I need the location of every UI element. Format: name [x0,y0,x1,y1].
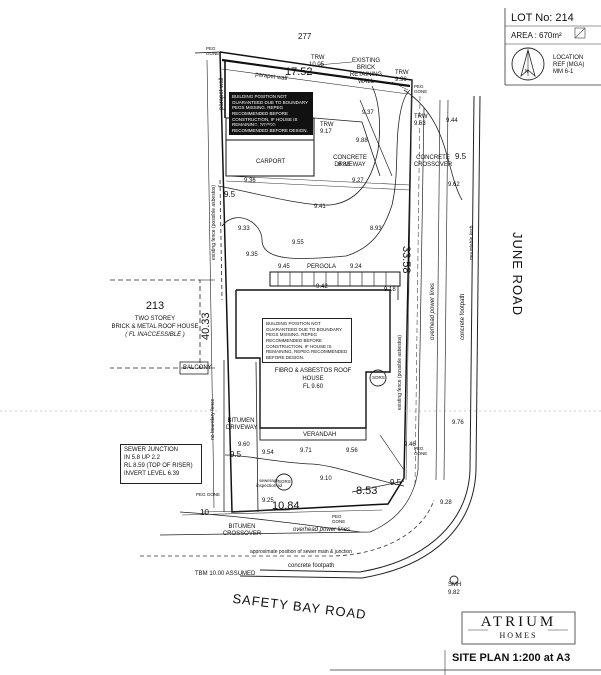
trw-level-3: 9.17 [320,129,332,135]
carport-label: CARPORT [256,159,286,165]
spot-level: 9.62 [448,182,460,188]
concrete-crossover-label: CONCRETE CROSSOVER [413,155,453,168]
corner-dimension: 8.53 [356,485,378,497]
spot-level: 9.28 [440,500,452,506]
house-floor-level: FL 9.60 [302,384,324,390]
spot-level: 9.27 [352,178,364,184]
note-middle: BUILDING POSITION NOT GUARANTEED DUE TO … [262,318,352,364]
smh-label: SMH [448,582,462,588]
brand-name: ATRIUM [480,614,557,630]
no-boundary-fence-label: no boundary fence [210,398,216,440]
spot-level: 9.46 [404,442,416,448]
spot-level: 9.71 [300,448,312,454]
spot-level: 9.60 [238,442,250,448]
concrete-footpath-label: concrete footpath [288,563,335,569]
peg-gone-5: PEG GONE [332,514,346,525]
road-june: JUNE ROAD [510,232,525,317]
trw-level-4: 9.63 [414,121,426,127]
spot-level: 9.25 [262,498,274,504]
lot-number: LOT No: 214 [511,12,574,24]
spot-level: 9.33 [238,226,250,232]
trw-level-2: 9.96 [395,77,407,83]
spot-level: 9.35 [246,252,258,258]
contour-label-1: 9.5 [224,190,236,199]
workshop-label: WORKSHOP [254,124,290,130]
spot-level: 9.45 [278,264,290,270]
trw-4: TRW [414,114,428,120]
sewer-junction-box: SEWER JUNCTION IN 5.8 UP 2.2 RL 8.59 (TO… [120,444,202,484]
sewer-line2: IN 5.8 UP 2.2 [124,455,160,461]
spot-level: 8.93 [370,226,382,232]
neighbour-line3: ( FL INACCESSIBLE ) [125,332,185,338]
smh-level: 9.82 [448,590,460,596]
contour-label-5: 10 [200,508,209,517]
peg-gone-3: PEG GONE [414,446,428,457]
neighbour-lot: 213 [145,300,165,312]
bitumen-crossover-label: BITUMEN CROSSOVER [222,524,262,537]
pergola-label: PERGOLA [307,264,337,270]
peg-gone-2: PEG GONE [414,84,428,95]
mountable-kerb-label: mountable kerb [469,225,475,260]
trw-2: TRW [395,70,409,76]
brand-sub: HOMES [499,631,538,640]
concrete-footpath-label-2: concrete footpath [460,293,466,340]
concrete-driveway-label: CONCRETE DRIVEWAY [333,155,367,168]
spot-level: 9.37 [362,110,374,116]
house-label-1: FIBRO & ASBESTOS ROOF [274,368,352,374]
house-label-2: HOUSE [302,376,324,382]
note-top: BUILDING POSITION NOT GUARANTEED DUE TO … [229,92,313,136]
neighbour-line2: BRICK & METAL ROOF HOUSE [111,324,199,330]
spot-level: 9.42 [316,284,328,290]
balcony-label: BALCONY [183,365,212,371]
peg-gone-1: PEG GONE [206,46,220,57]
contour-label-2: 9.5 [230,450,242,459]
left-boundary-dimension: 40.33 [200,312,212,340]
right-boundary-dimension: 33.58 [400,246,412,274]
spot-level: 9.76 [452,420,464,426]
spot-level: 9.41 [314,204,326,210]
sors-label-1: SORS [372,375,385,380]
north-arrow-icon: N [525,69,529,75]
spot-level: 8.83 [338,162,350,168]
site-plan-scale: SITE PLAN 1:200 at A3 [452,652,571,664]
overhead-power-label-2: overhead power lines [430,282,436,340]
bottom-boundary-dimension: 10.84 [272,500,300,512]
spot-level: 9.56 [346,448,358,454]
spot-level: 9.18 [384,287,396,293]
overhead-power-label: overhead power lines [293,527,351,533]
sewer-line4: INVERT LEVEL 6.39 [124,471,180,477]
location-ref: LOCATION REF (MGA) MM 6-1 [553,55,585,75]
tbm-label: TBM 10.00 ASSUMED [195,571,256,577]
trw-level-1: 10.05 [309,62,325,68]
contour-label-4: 9.5 [455,152,467,161]
spot-level: 9.54 [262,450,274,456]
verandah-label: VERANDAH [303,432,337,438]
spot-level: 9.10 [320,476,332,482]
sors-label-2: SORS [278,479,291,484]
top-boundary-dimension: 17.52 [285,66,313,78]
existing-fence-label: existing fence (possible asbestos) [211,184,217,260]
spot-level: 9.88 [356,138,368,144]
peg-gone-4: PEG GONE [196,492,221,497]
top-lot-number: 277 [298,32,312,41]
lot-area: AREA : 670m² [511,31,562,40]
bitumen-driveway-label: BITUMEN DRIVEWAY [226,418,258,431]
sewer-line3: RL 8.59 (TOP OF RISER) [124,463,193,469]
sewer-line1: SEWER JUNCTION [124,447,178,453]
neighbour-line1: TWO STOREY [134,316,176,322]
parapet-wall-label-vertical: parapet wall [219,77,225,110]
contour-label-3: 9.5 [390,478,402,487]
sewer-approx-label: approximate position of sewer main & jun… [250,549,352,555]
trw-3: TRW [320,122,334,128]
sewerage-inspection-label: sewerage inspection lid [256,478,283,489]
retaining-wall-label: EXISTING BRICK RETAINING WALL [349,58,383,85]
spot-level: 9.55 [292,240,304,246]
trw-1: TRW [311,55,325,61]
existing-fence-label-2: existing fence (possible asbestos) [397,334,403,410]
spot-level: 9.24 [350,264,362,270]
spot-level: 9.36 [244,178,256,184]
spot-level: 9.44 [446,118,458,124]
